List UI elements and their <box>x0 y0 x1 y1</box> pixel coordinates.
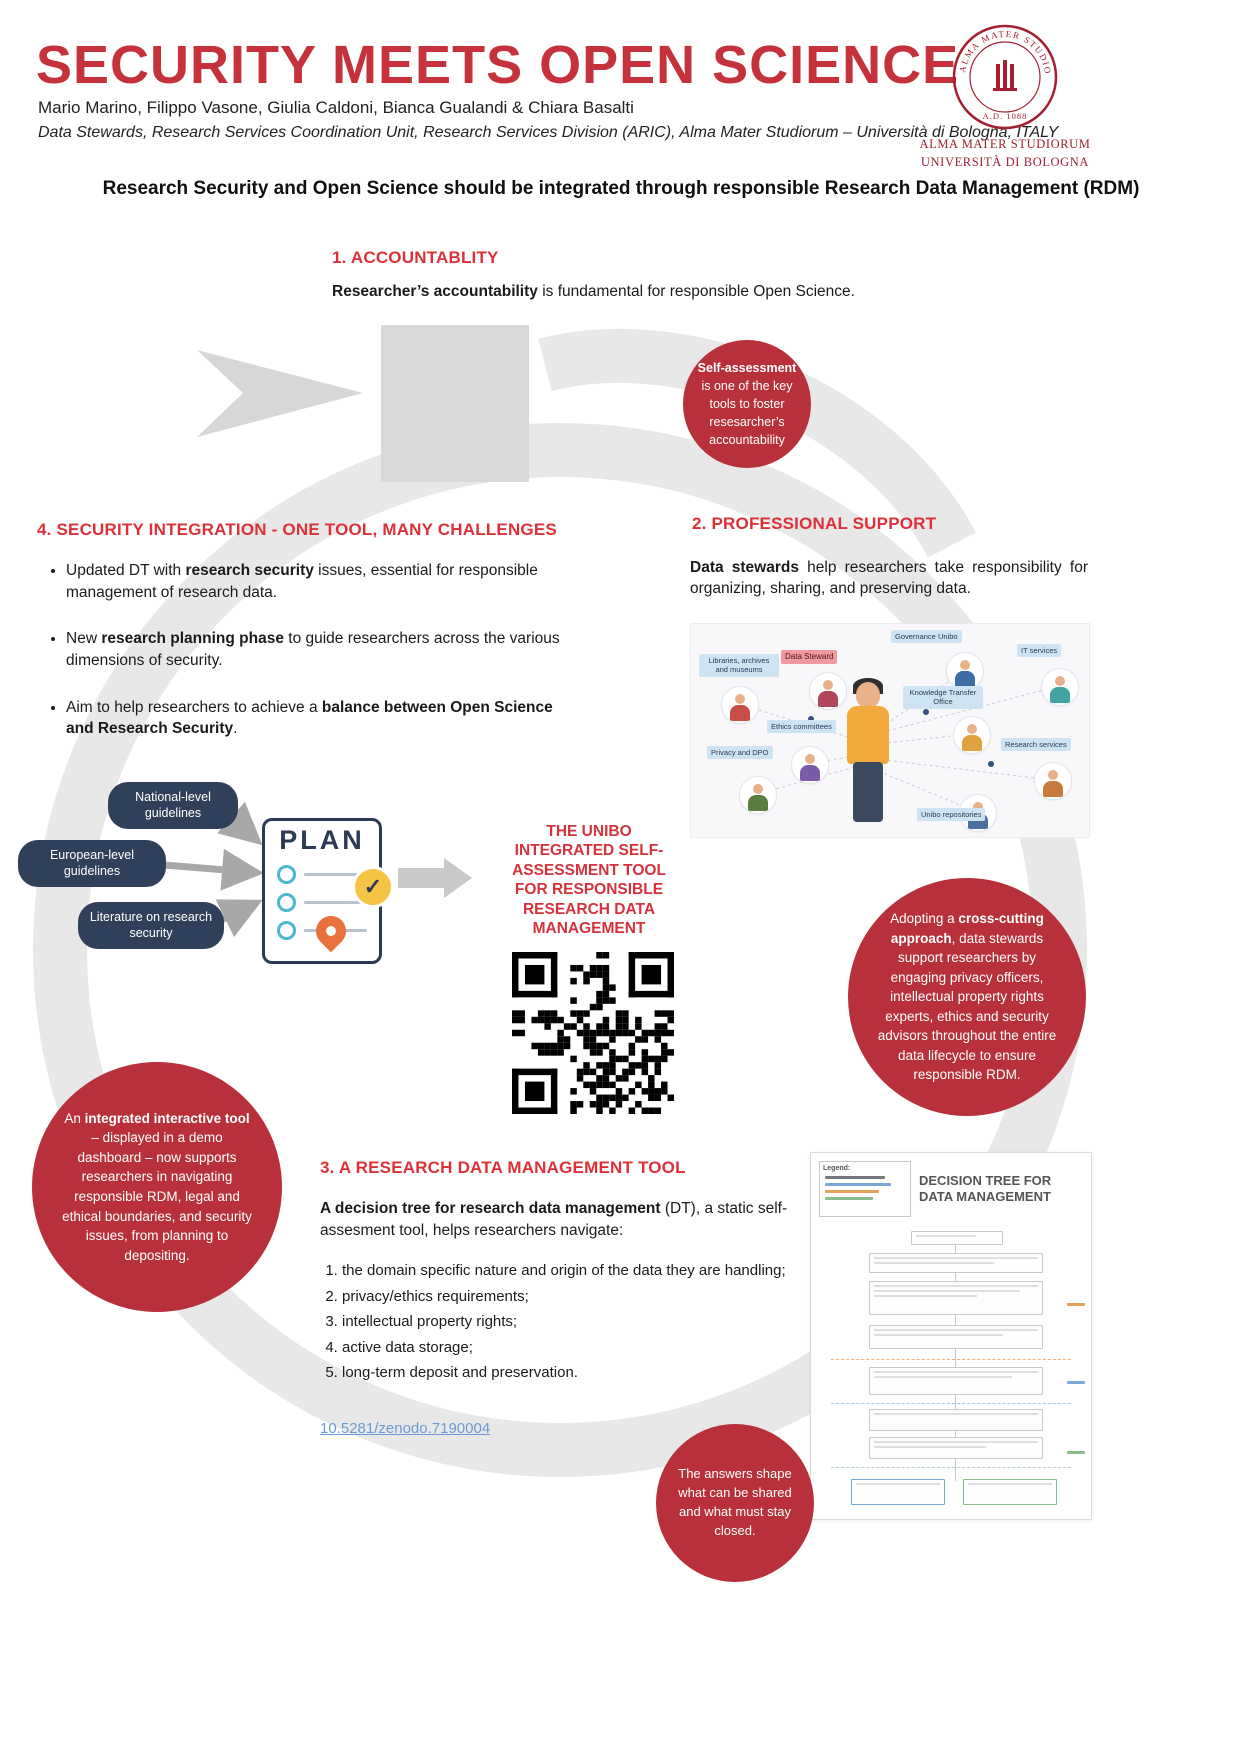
label-governance: Governance Unibo <box>891 630 962 644</box>
section-3-intro: A decision tree for research data manage… <box>320 1200 788 1240</box>
university-seal-icon: ALMA MATER STUDIORUM A.D. 1088 <box>947 16 1058 130</box>
section-4-bullet-list: Updated DT with research security issues… <box>48 560 566 765</box>
section-1-body: Researcher’s accountability is fundament… <box>332 283 855 300</box>
avatar <box>953 716 991 754</box>
section-2-heading: 2. PROFESSIONAL SUPPORT <box>692 514 937 533</box>
doi-container: 10.5281/zenodo.7190004 <box>320 1420 490 1437</box>
image-placeholder <box>381 325 529 482</box>
decision-tree-image: Legend: DECISION TREE FOR DATA MANAGEMEN… <box>810 1152 1092 1520</box>
data-steward-network-illustration: Libraries, archives and museums Data Ste… <box>690 623 1090 838</box>
poster-tagline: Research Security and Open Science shoul… <box>102 178 1140 199</box>
authors-line: Mario Marino, Filippo Vasone, Giulia Cal… <box>38 98 634 117</box>
pill-european-guidelines: European-level guidelines <box>18 840 166 887</box>
answers-callout: The answers shape what can be shared and… <box>656 1424 814 1582</box>
list-item: intellectual property rights; <box>342 1309 832 1335</box>
decision-tree-title: DECISION TREE FOR DATA MANAGEMENT <box>919 1173 1052 1205</box>
decision-tree-legend: Legend: <box>819 1161 911 1217</box>
avatar <box>809 672 847 710</box>
seal-bottom-text: A.D. 1088 <box>983 111 1028 121</box>
bullet-item: Aim to help researchers to achieve a bal… <box>66 697 566 740</box>
svg-text:ALMA MATER STUDIORUM: ALMA MATER STUDIORUM <box>952 24 1053 75</box>
affiliation-line: Data Stewards, Research Services Coordin… <box>38 124 1059 141</box>
avatar <box>721 686 759 724</box>
list-item: the domain specific nature and origin of… <box>342 1258 832 1284</box>
plan-checklist-row <box>277 893 367 912</box>
section-1-heading: 1. ACCOUNTABLITY <box>332 248 499 267</box>
university-wordmark: ALMA MATER STUDIORUM UNIVERSITÀ DI BOLOG… <box>898 136 1112 171</box>
pill-literature: Literature on research security <box>78 902 224 949</box>
interactive-tool-callout: An integrated interactive tool – display… <box>32 1062 282 1312</box>
list-item: long-term deposit and preservation. <box>342 1360 832 1386</box>
plan-checklist-row <box>277 865 367 884</box>
poster-title: SECURITY MEETS OPEN SCIENCE <box>36 35 960 95</box>
label-research-services: Research services <box>1001 738 1071 752</box>
bullet-item: Updated DT with research security issues… <box>66 560 566 603</box>
seal-top-text: ALMA MATER STUDIORUM <box>947 16 1051 75</box>
plan-label: PLAN <box>279 825 365 855</box>
section-3-heading: 3. A RESEARCH DATA MANAGEMENT TOOL <box>320 1158 686 1177</box>
list-item: active data storage; <box>342 1335 832 1361</box>
qr-code <box>512 952 674 1114</box>
check-badge-icon: ✓ <box>352 866 394 908</box>
pill-national-guidelines: National-level guidelines <box>108 782 238 829</box>
label-ethics: Ethics committees <box>767 720 836 734</box>
label-privacy: Privacy and DPO <box>707 746 773 760</box>
university-wordmark-line1: ALMA MATER STUDIORUM <box>919 137 1091 151</box>
unibo-tool-title: THE UNIBO INTEGRATED SELF-ASSESSMENT TOO… <box>512 823 666 937</box>
label-repositories: Unibo repositories <box>917 808 986 822</box>
right-arrow-icon <box>398 858 472 898</box>
label-libraries: Libraries, archives and museums <box>699 654 779 677</box>
label-it-services: IT services <box>1017 644 1062 658</box>
seal-crest-icon <box>993 60 1017 91</box>
bullet-item: New research planning phase to guide res… <box>66 628 566 671</box>
avatar <box>1034 762 1072 800</box>
section-3-numbered-list: the domain specific nature and origin of… <box>320 1258 832 1386</box>
data-steward-figure <box>839 678 897 830</box>
section-4-heading: 4. SECURITY INTEGRATION - ONE TOOL, MANY… <box>37 520 557 539</box>
label-data-steward: Data Steward <box>781 650 838 664</box>
avatar <box>1041 668 1079 706</box>
doi-link[interactable]: 10.5281/zenodo.7190004 <box>320 1420 491 1437</box>
avatar <box>946 652 984 690</box>
section-2-body: Data stewards help researchers take resp… <box>690 559 1088 597</box>
university-wordmark-line2: UNIVERSITÀ DI BOLOGNA <box>920 154 1090 169</box>
list-item: privacy/ethics requirements; <box>342 1284 832 1310</box>
avatar <box>791 746 829 784</box>
label-kto: Knowledge Transfer Office <box>903 686 983 709</box>
avatar <box>739 776 777 814</box>
cross-cutting-callout: Adopting a cross-cutting approach, data … <box>848 878 1086 1116</box>
self-assessment-callout: Self-assessment is one of the key tools … <box>683 340 811 468</box>
